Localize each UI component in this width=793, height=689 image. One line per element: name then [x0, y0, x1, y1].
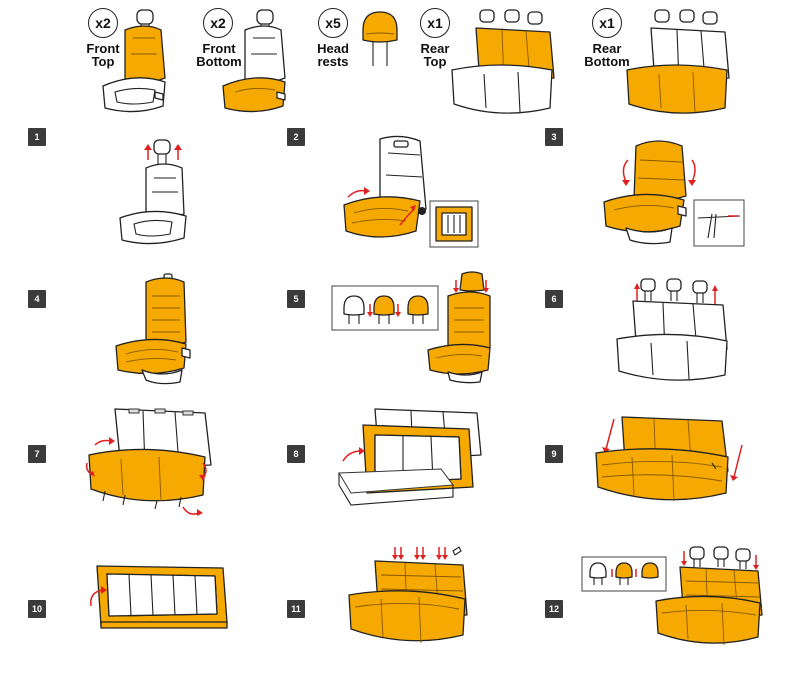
rear-top-seat-illustration: [450, 8, 560, 118]
front-bottom-seat-illustration: [215, 8, 295, 123]
step-badge-4: 4: [28, 290, 46, 308]
step-badge-12: 12: [545, 600, 563, 618]
step-badge-9: 9: [545, 445, 563, 463]
rear-bottom-seat-illustration: [625, 8, 735, 118]
step-11-rear-seat-covered: [345, 545, 475, 650]
part-count-rear-top: x1: [420, 8, 450, 38]
step-10-rear-top-frame: [85, 560, 235, 635]
step-6-remove-rear-headrests: [615, 275, 745, 387]
step-4-front-seat-covered: [112, 272, 202, 387]
step-1-remove-front-headrest: [112, 138, 202, 248]
part-label-headrests: Head rests: [304, 42, 362, 68]
part-count-rear-bottom: x1: [592, 8, 622, 38]
step-badge-3: 3: [545, 128, 563, 146]
step-12-fit-rear-headrests: [580, 543, 780, 655]
step-badge-10: 10: [28, 600, 46, 618]
step-badge-11: 11: [287, 600, 305, 618]
step-7-fit-rear-bottom-cover: [85, 405, 225, 520]
step-2-fit-front-bottom-cover: [340, 135, 485, 250]
step-badge-5: 5: [287, 290, 305, 308]
front-top-seat-illustration: [95, 8, 175, 123]
step-badge-8: 8: [287, 445, 305, 463]
step-3-fit-front-top-cover: [600, 138, 750, 250]
step-9-rear-seat-covered: [592, 405, 757, 517]
step-badge-6: 6: [545, 290, 563, 308]
headrest-illustration: [360, 8, 400, 68]
step-8-fit-rear-top-cover: [335, 405, 485, 520]
step-badge-7: 7: [28, 445, 46, 463]
step-badge-1: 1: [28, 128, 46, 146]
part-count-headrests: x5: [318, 8, 348, 38]
step-badge-2: 2: [287, 128, 305, 146]
step-5-fit-headrest-cover: [330, 272, 495, 382]
